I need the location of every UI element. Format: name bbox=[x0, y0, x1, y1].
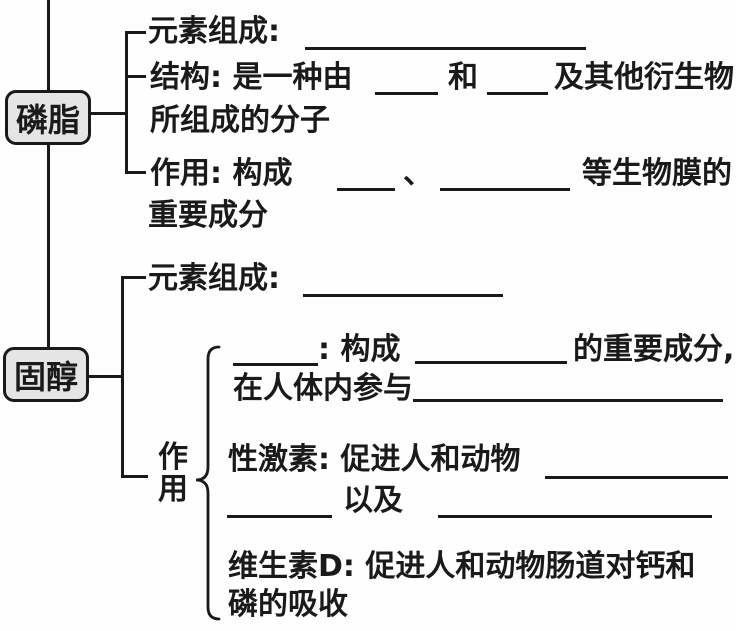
sterol-element-label: 元素组成: bbox=[148, 261, 280, 296]
phospholipid-node-label: 磷脂 bbox=[15, 100, 80, 139]
phospholipid-node: 磷脂 bbox=[5, 90, 91, 145]
cholesterol-line2-prefix: 在人体内参与 bbox=[233, 371, 413, 406]
blank-sex-hormone-1 bbox=[545, 476, 728, 479]
sterol-tick-function bbox=[121, 475, 148, 478]
sterol-node-label: 固醇 bbox=[13, 357, 78, 396]
phospholipid-function-prefix: 作用: 构成 bbox=[150, 156, 293, 191]
vitamin-d-line2: 磷的吸收 bbox=[228, 587, 348, 622]
sterol-function-label-char2: 用 bbox=[158, 472, 188, 507]
sterol-tick-element bbox=[121, 276, 146, 279]
blank-function-membrane2 bbox=[440, 188, 570, 191]
phospholipid-spine bbox=[125, 31, 128, 174]
phospholipid-connector bbox=[90, 112, 128, 115]
vitamin-d-line1: 维生素D: 促进人和动物肠道对钙和 bbox=[228, 549, 696, 584]
cholesterol-suffix: 的重要成分, bbox=[573, 332, 735, 367]
blank-cholesterol-name bbox=[233, 363, 318, 366]
phospholipid-tick-element bbox=[125, 31, 146, 34]
trunk-line-top bbox=[47, 0, 50, 91]
phospholipid-structure-line2: 所组成的分子 bbox=[150, 103, 330, 138]
blank-phospholipid-elements bbox=[305, 47, 586, 50]
phospholipid-function-suffix: 等生物膜的 bbox=[582, 156, 732, 191]
sterol-function-label-char1: 作 bbox=[158, 440, 188, 475]
blank-cholesterol-participation bbox=[413, 399, 723, 402]
sterol-function-label: 作 用 bbox=[156, 442, 190, 506]
phospholipid-tick-structure bbox=[125, 75, 146, 78]
phospholipid-function-separator: 、 bbox=[403, 156, 433, 191]
phospholipid-tick-function bbox=[125, 171, 146, 174]
sterol-spine bbox=[121, 276, 124, 478]
sterol-connector bbox=[87, 375, 123, 378]
blank-structure-part2 bbox=[487, 92, 548, 95]
blank-sex-hormone-2 bbox=[227, 515, 332, 518]
phospholipid-element-label: 元素组成: bbox=[148, 14, 280, 49]
sterol-node: 固醇 bbox=[3, 347, 89, 402]
function-brace bbox=[195, 345, 221, 621]
blank-structure-part1 bbox=[375, 92, 438, 95]
sex-hormone-line2-mid: 以及 bbox=[343, 483, 403, 518]
phospholipid-structure-prefix: 结构: 是一种由 bbox=[150, 60, 353, 95]
trunk-line-middle bbox=[47, 144, 50, 348]
phospholipid-structure-suffix: 及其他衍生物 bbox=[554, 60, 734, 95]
blank-cholesterol-component bbox=[415, 361, 567, 364]
cholesterol-colon-mid: : 构成 bbox=[318, 332, 401, 367]
sex-hormone-prefix: 性激素: 促进人和动物 bbox=[228, 442, 521, 477]
blank-function-membrane1 bbox=[337, 188, 395, 191]
blank-sex-hormone-3 bbox=[438, 515, 712, 518]
phospholipid-function-line2: 重要成分 bbox=[148, 198, 268, 233]
phospholipid-structure-and: 和 bbox=[448, 60, 478, 95]
blank-sterol-elements bbox=[303, 294, 503, 297]
